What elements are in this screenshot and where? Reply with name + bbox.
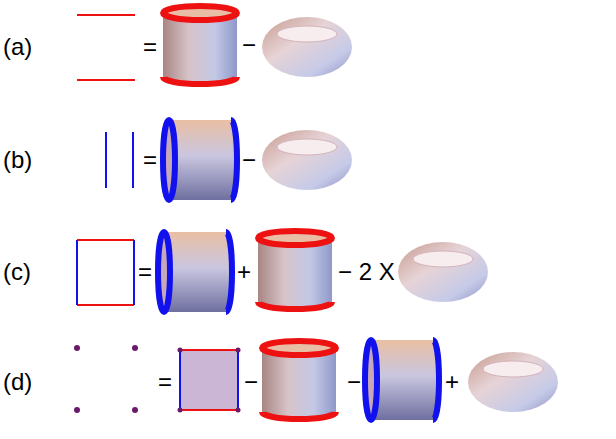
equals-sign: = [143,35,157,59]
panel-label: (a) [3,35,32,59]
operator-sign: + [237,260,251,284]
blue-cylinder [163,120,237,200]
red-cylinder [258,231,332,309]
red-edges [77,15,135,80]
equals-sign: = [143,148,157,172]
operator-sign: − [244,370,258,394]
torus [468,352,558,412]
blue-edges [106,132,133,188]
operator-sign: − [347,370,361,394]
panel-label: (b) [3,148,32,172]
torus [262,17,352,77]
blue-cylinder [365,340,439,420]
filled-square [178,348,241,413]
panel-label: (d) [3,370,32,394]
operator-sign: + [445,370,459,394]
red-cylinder [163,6,237,84]
vertex-dots [74,345,138,413]
equals-sign: = [158,370,172,394]
torus [398,242,488,302]
panel-label: (c) [3,260,31,284]
equals-sign: = [138,260,152,284]
blue-cylinder [158,232,232,312]
red-cylinder [262,341,336,419]
operator-sign: − 2 X [338,260,395,284]
torus [262,130,352,190]
operator-sign: − [242,148,256,172]
operator-sign: − [242,33,256,57]
square-edges [77,240,134,305]
